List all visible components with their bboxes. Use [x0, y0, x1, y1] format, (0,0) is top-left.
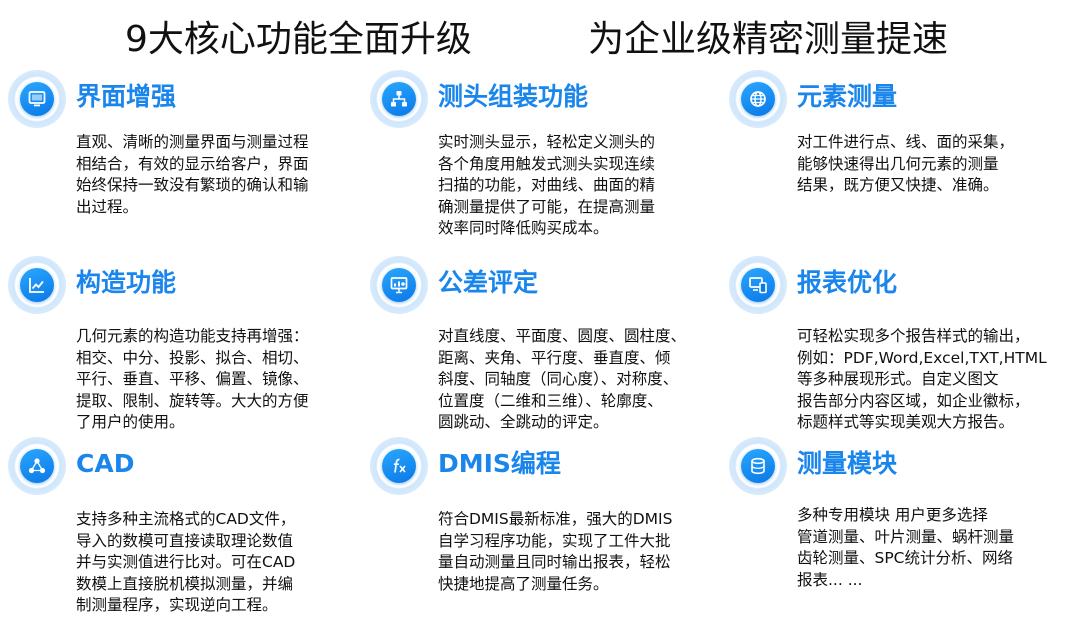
display-icon	[28, 91, 46, 107]
description-line: 位置度（二维和三维）、轮廓度、	[438, 391, 663, 410]
headline-left: 9大核心功能全面升级	[125, 19, 472, 60]
description-line: 能够快速得出几何元素的测量	[797, 154, 999, 173]
feature-icon-badge	[370, 70, 428, 128]
database-icon	[751, 457, 765, 475]
feature-description: 符合DMIS最新标准，强大的DMIS 自学习程序功能，实现了工件大批 量自动测量…	[438, 509, 672, 595]
feature-icon-badge	[729, 70, 787, 128]
feature-title: 界面增强	[76, 82, 177, 111]
description-line: 等多种展现形式。自定义图文	[797, 370, 999, 388]
description-line: 直观、清晰的测量界面与测量过程	[76, 133, 309, 151]
description-line: 多种专用模块 用户更多选择	[797, 506, 988, 524]
feature-icon-badge	[370, 437, 428, 495]
description-line: 确测量提供了可能，在提高测量	[438, 197, 656, 216]
description-line: 支持多种主流格式的CAD文件，	[76, 510, 296, 528]
description-line: 结果，既方便又快捷、准确。	[797, 176, 999, 194]
description-line: 扫描的功能，对曲线、曲面的精	[438, 176, 656, 194]
description-line: 提取、限制、旋转等。大大的方便	[76, 391, 309, 410]
globe-icon	[750, 91, 766, 107]
network-icon	[28, 458, 46, 474]
feature-title: 测头组装功能	[438, 82, 589, 111]
feature-description: 几何元素的构造功能支持再增强： 相交、中分、投影、拟合、相切、 平行、垂直、平移…	[76, 326, 309, 434]
feature-description: 可轻松实现多个报告样式的输出， 例如：PDF,Word,Excel,TXT,HT…	[797, 326, 1047, 434]
description-line: 快捷地提高了测量任务。	[438, 574, 609, 593]
feature-icon-badge	[729, 437, 787, 495]
description-line: 符合DMIS最新标准，强大的DMIS	[438, 510, 673, 528]
description-line: 始终保持一致没有繁琐的确认和输	[76, 176, 309, 194]
description-line: 标题样式等实现美观大方报告。	[797, 413, 1015, 431]
devices-icon	[749, 277, 767, 294]
description-line: 可轻松实现多个报告样式的输出，	[797, 327, 1030, 345]
feature-title: CAD	[76, 449, 135, 478]
feature-icon-badge	[370, 256, 428, 314]
description-line: 相结合，有效的显示给客户，界面	[76, 154, 309, 173]
hierarchy-icon	[391, 91, 407, 107]
presentation-icon	[390, 277, 408, 294]
description-line: 例如：PDF,Word,Excel,TXT,HTML	[797, 348, 1047, 367]
description-line: 对直线度、平面度、圆度、圆柱度、	[438, 327, 687, 345]
description-line: 效率同时降低购买成本。	[438, 219, 609, 237]
description-line: 并与实测值进行比对。可在CAD	[76, 553, 296, 571]
description-line: 了用户的使用。	[76, 413, 185, 431]
description-line: 平行、垂直、平移、偏置、镜像、	[76, 370, 309, 388]
feature-title: 公差评定	[438, 268, 539, 297]
description-line: 管道测量、叶片测量、蜗杆测量	[797, 527, 1015, 546]
function-icon	[393, 458, 406, 473]
description-line: 导入的数模可直接读取理论数值	[76, 531, 294, 550]
feature-title: 构造功能	[76, 268, 177, 297]
feature-description: 支持多种主流格式的CAD文件， 导入的数模可直接读取理论数值 并与实测值进行比对…	[76, 509, 295, 617]
feature-description: 直观、清晰的测量界面与测量过程 相结合，有效的显示给客户，界面 始终保持一致没有…	[76, 132, 309, 218]
description-line: 出过程。	[76, 197, 139, 216]
headline-right: 为企业级精密测量提速	[588, 19, 949, 60]
description-line: 报告部分内容区域，如企业徽标，	[797, 391, 1030, 410]
description-line: 斜度、同轴度（同心度）、对称度、	[438, 370, 679, 388]
feature-description: 对直线度、平面度、圆度、圆柱度、 距离、夹角、平行度、垂直度、倾 斜度、同轴度（…	[438, 326, 686, 434]
description-line: 数模上直接脱机模拟测量，并编	[76, 574, 294, 593]
description-line: 报表... ...	[797, 570, 863, 589]
description-line: 各个角度用触发式测头实现连续	[438, 154, 656, 173]
feature-description: 实时测头显示，轻松定义测头的 各个角度用触发式测头实现连续 扫描的功能，对曲线、…	[438, 132, 655, 240]
feature-title: 报表优化	[797, 268, 898, 297]
feature-icon-badge	[729, 256, 787, 314]
description-line: 实时测头显示，轻松定义测头的	[438, 133, 656, 151]
feature-title: 元素测量	[797, 82, 898, 111]
trend-chart-icon	[29, 278, 44, 293]
description-line: 自学习程序功能，实现了工件大批	[438, 531, 671, 550]
description-line: 对工件进行点、线、面的采集，	[797, 133, 1015, 151]
headline: 9大核心功能全面升级 为企业级精密测量提速	[0, 14, 1080, 66]
description-line: 相交、中分、投影、拟合、相切、	[76, 348, 309, 367]
feature-icon-badge	[8, 70, 66, 128]
feature-icon-badge	[8, 437, 66, 495]
feature-description: 对工件进行点、线、面的采集， 能够快速得出几何元素的测量 结果，既方便又快捷、准…	[797, 132, 1014, 197]
feature-icon-badge	[8, 256, 66, 314]
description-line: 制测量程序，实现逆向工程。	[76, 596, 278, 614]
description-line: 圆跳动、全跳动的评定。	[438, 413, 609, 431]
description-line: 齿轮测量、SPC统计分析、网络	[797, 549, 1014, 567]
description-line: 几何元素的构造功能支持再增强：	[76, 327, 309, 345]
feature-title: 测量模块	[797, 449, 898, 478]
feature-description: 多种专用模块 用户更多选择 管道测量、叶片测量、蜗杆测量 齿轮测量、SPC统计分…	[797, 505, 1014, 591]
description-line: 量自动测量且同时输出报表，轻松	[438, 553, 671, 571]
feature-title: DMIS编程	[438, 449, 561, 478]
description-line: 距离、夹角、平行度、垂直度、倾	[438, 348, 671, 367]
